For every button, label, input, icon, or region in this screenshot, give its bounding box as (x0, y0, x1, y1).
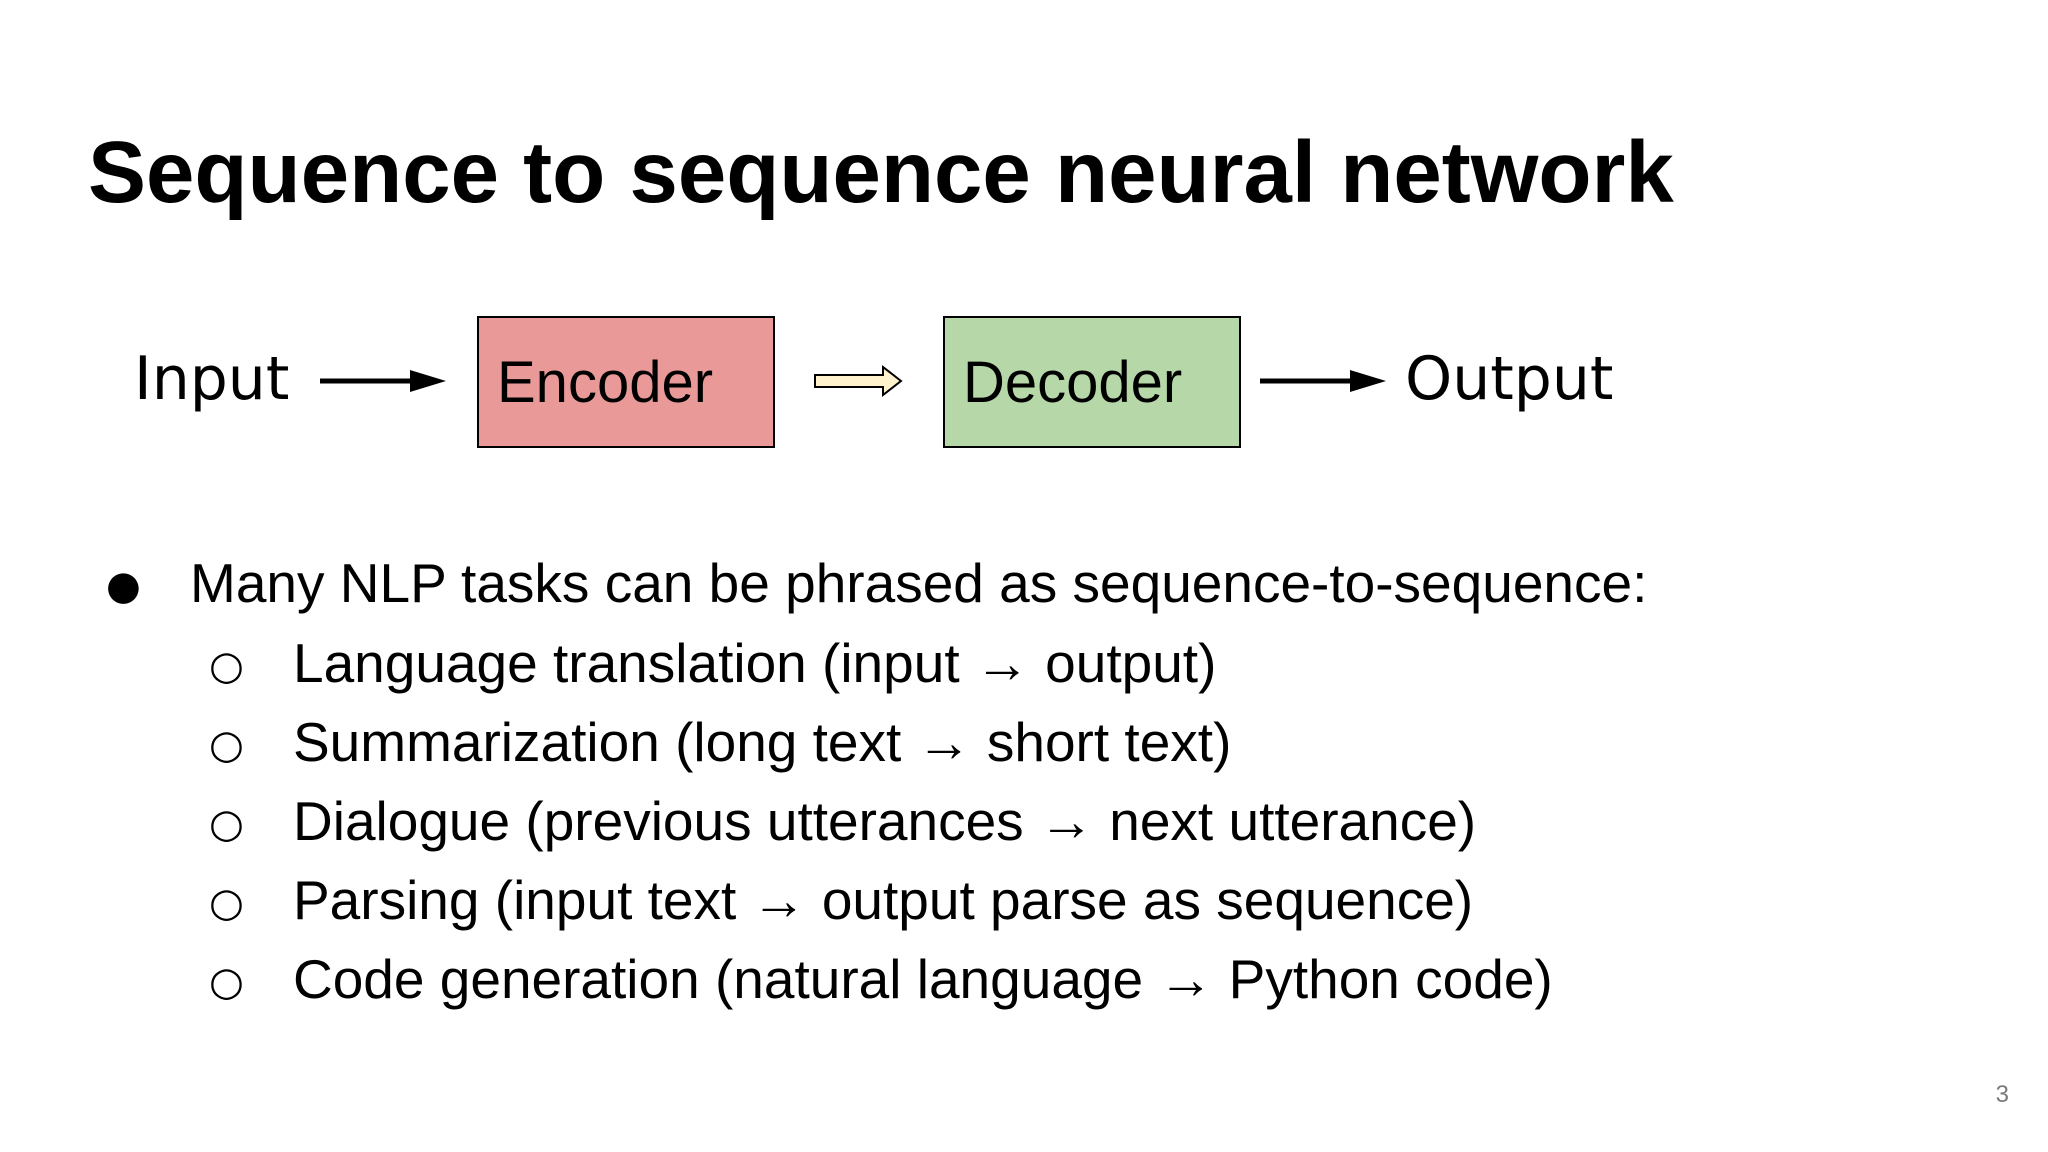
sub-bullet-marker: ○ (209, 722, 244, 768)
arrow-right-icon (320, 370, 446, 392)
page-number: 3 (1995, 1081, 2009, 1108)
decoder-label: Decoder (963, 350, 1183, 415)
block-arrow-right-icon (814, 364, 903, 398)
slide-title: Sequence to sequence neural network (88, 124, 1674, 221)
sub-bullet-item: Summarization (long text → short text) (293, 711, 1232, 773)
bullet-marker: ● (106, 563, 141, 609)
bullet-main: Many NLP tasks can be phrased as sequenc… (190, 552, 1648, 614)
decoder-box: Decoder (943, 316, 1241, 448)
output-label: Output (1405, 344, 1614, 414)
sub-bullet-item: Language translation (input → output) (293, 632, 1217, 694)
encoder-box: Encoder (477, 316, 775, 448)
sub-bullet-marker: ○ (209, 880, 244, 926)
sub-bullet-item: Dialogue (previous utterances → next utt… (293, 790, 1477, 852)
sub-bullet-marker: ○ (209, 959, 244, 1005)
sub-bullet-item: Parsing (input text → output parse as se… (293, 869, 1474, 931)
input-label: Input (134, 344, 290, 414)
sub-bullet-marker: ○ (209, 643, 244, 689)
sub-bullet-marker: ○ (209, 801, 244, 847)
sub-bullet-item: Code generation (natural language → Pyth… (293, 948, 1553, 1010)
encoder-label: Encoder (497, 350, 714, 415)
arrow-right-icon (1260, 370, 1386, 392)
